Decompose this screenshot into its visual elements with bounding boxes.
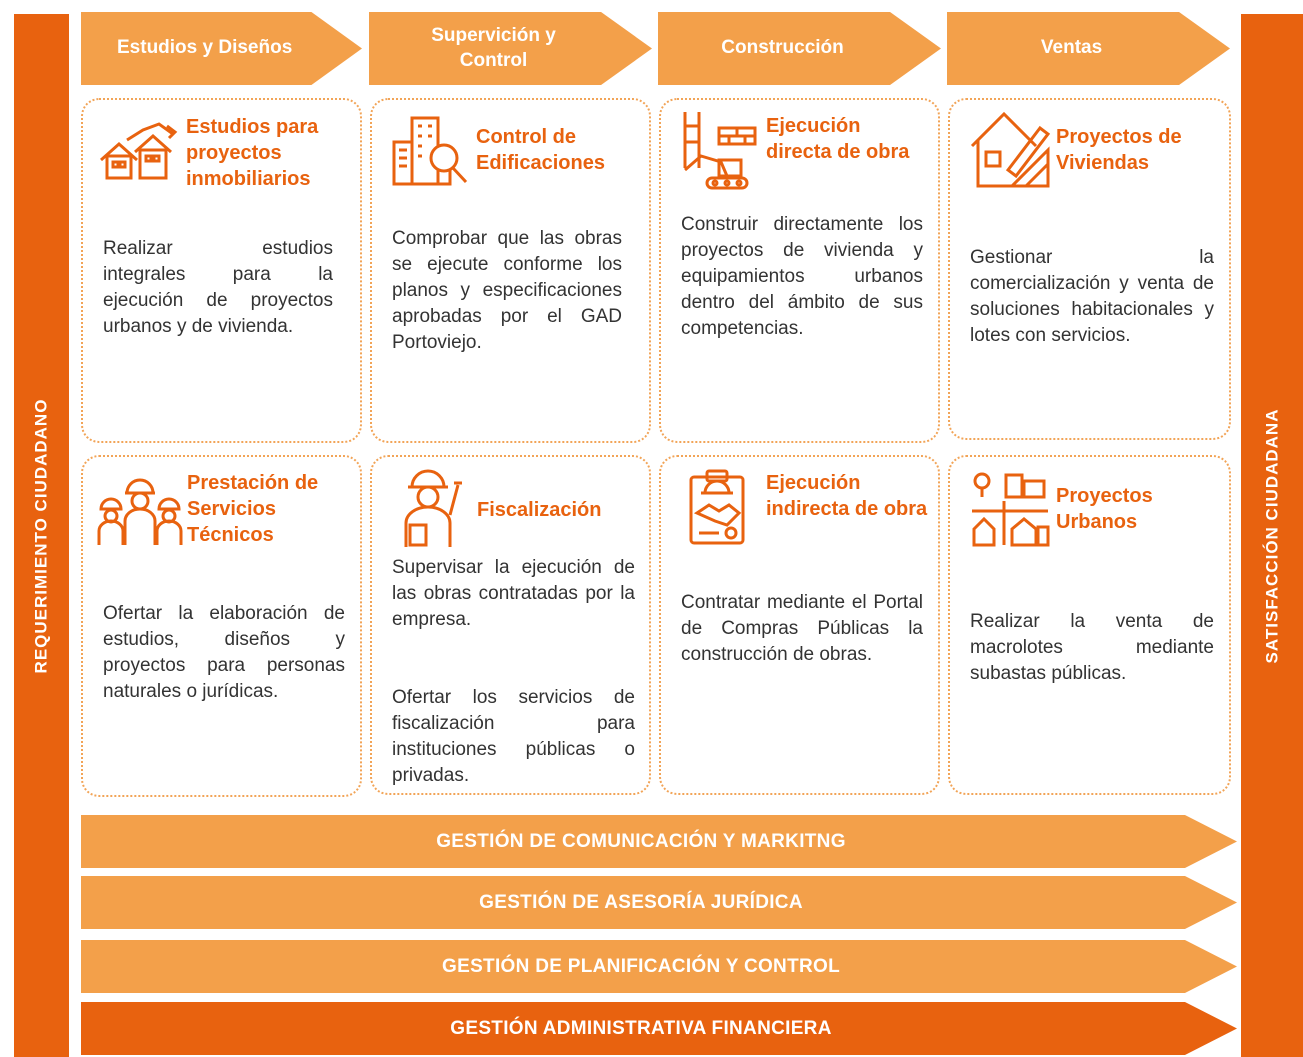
left-bar-requerimiento: REQUERIMIENTO CIUDADANO xyxy=(14,14,69,1057)
card-ejecucion-indirecta: Ejecución indirecta de obra Contratar me… xyxy=(659,455,940,795)
card-description: Comprobar que las obras se ejecute confo… xyxy=(392,228,622,353)
inspector-icon xyxy=(404,469,462,547)
band-label: GESTIÓN DE PLANIFICACIÓN Y CONTROL xyxy=(442,955,840,977)
house-design-icon xyxy=(970,111,1051,188)
card-control: Control de Edificaciones Comprobar que l… xyxy=(370,98,651,443)
card-title: Prestación de Servicios Técnicos xyxy=(187,472,319,546)
card-estudios: Estudios para proyectos inmobiliarios Re… xyxy=(81,98,362,443)
band-planificacion: GESTIÓN DE PLANIFICACIÓN Y CONTROL xyxy=(81,940,1237,993)
stage-label: Ventas xyxy=(1040,37,1103,59)
card-description: Contratar mediante el Portal de Compras … xyxy=(681,592,923,665)
band-label: GESTIÓN DE ASESORÍA JURÍDICA xyxy=(479,891,803,913)
band-label: GESTIÓN ADMINISTRATIVA FINANCIERA xyxy=(450,1017,832,1039)
urban-map-icon xyxy=(972,472,1050,547)
card-ejecucion-directa: Ejecución directa de obra Construir dire… xyxy=(659,98,940,443)
stage-label: Estudios y Diseños xyxy=(117,37,293,59)
card-title: Control de Edificaciones xyxy=(476,126,605,174)
stage-label: Supervición y Control xyxy=(431,24,556,71)
card-title: Ejecución directa de obra xyxy=(766,115,910,163)
card-proyectos-viviendas: Proyectos de Viviendas Gestionar la come… xyxy=(948,98,1231,440)
card-title: Proyectos Urbanos xyxy=(1056,485,1153,533)
stage-construccion: Construcción xyxy=(658,12,941,85)
card-description: Realizar la venta de macrolotes mediante… xyxy=(970,611,1214,684)
card-description: Construir directamente los proyectos de … xyxy=(681,214,923,339)
card-fiscalizacion: Fiscalización Supervisar la ejecución de… xyxy=(370,455,651,795)
band-label: GESTIÓN DE COMUNICACIÓN Y MARKITNG xyxy=(436,830,846,852)
stage-ventas: Ventas xyxy=(947,12,1230,85)
band-administrativa: GESTIÓN ADMINISTRATIVA FINANCIERA xyxy=(81,1002,1237,1055)
right-bar-label: SATISFACCIÓN CIUDADANA xyxy=(1262,408,1281,663)
card-proyectos-urbanos: Proyectos Urbanos Realizar la venta de m… xyxy=(948,455,1231,795)
contract-handshake-icon xyxy=(689,469,745,545)
construction-icon xyxy=(683,112,757,190)
card-title: Estudios para proyectos inmobiliarios xyxy=(186,116,319,190)
card-description: Supervisar la ejecución de las obras con… xyxy=(392,557,635,630)
card-description: Gestionar la comercialización y venta de… xyxy=(970,247,1214,346)
card-description: Ofertar la elaboración de estudios, dise… xyxy=(103,603,345,702)
band-comunicacion: GESTIÓN DE COMUNICACIÓN Y MARKITNG xyxy=(81,815,1237,868)
card-title: Fiscalización xyxy=(477,499,602,521)
card-title: Ejecución indirecta de obra xyxy=(766,472,928,520)
stage-estudios: Estudios y Diseños xyxy=(81,12,362,85)
left-bar-label: REQUERIMIENTO CIUDADANO xyxy=(31,398,51,673)
stage-supervicion: Supervición y Control xyxy=(369,12,652,85)
card-description-secondary: Ofertar los servicios de fiscalización p… xyxy=(392,687,635,786)
building-search-icon xyxy=(392,116,468,186)
band-asesoria: GESTIÓN DE ASESORÍA JURÍDICA xyxy=(81,876,1237,929)
card-description: Realizar estudios integrales para la eje… xyxy=(103,238,333,337)
workers-icon xyxy=(97,478,183,545)
card-prestacion-servicios: Prestación de Servicios Técnicos Ofertar… xyxy=(81,455,362,797)
houses-icon xyxy=(100,122,178,180)
card-title: Proyectos de Viviendas xyxy=(1056,126,1182,174)
right-bar-satisfaccion: SATISFACCIÓN CIUDADANA xyxy=(1241,14,1303,1057)
stage-label: Construcción xyxy=(721,37,844,59)
